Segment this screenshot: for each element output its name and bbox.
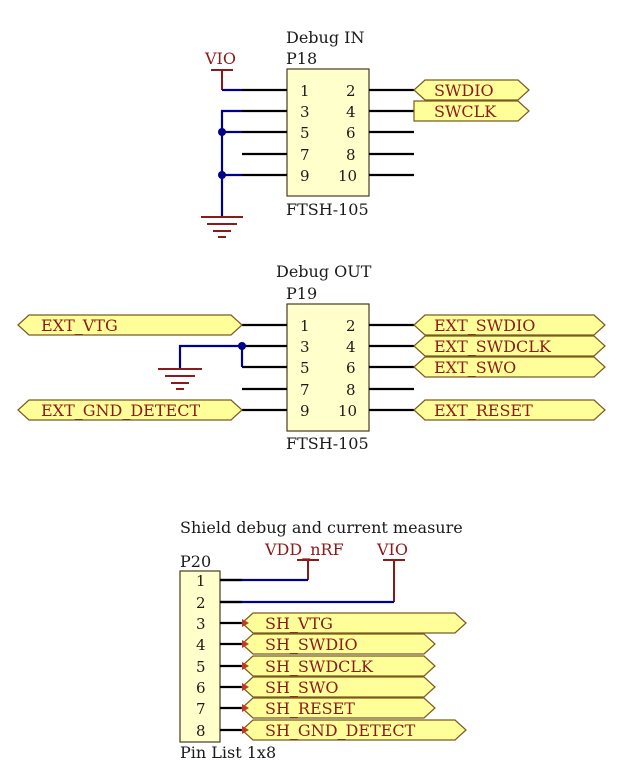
debug-in-title: Debug IN: [286, 28, 365, 47]
debug-out-pin-2: 2: [346, 317, 356, 335]
debug-out-flag-ext-swo-label: EXT_SWO: [434, 358, 516, 377]
shield-part: Pin List 1x8: [180, 743, 276, 762]
debug-in-pin-3: 3: [300, 103, 310, 121]
debug-out-flag-ext-swdclk-label: EXT_SWDCLK: [434, 337, 552, 356]
shield-marker-8: [242, 726, 249, 734]
debug-in-connector-body: [286, 68, 370, 197]
debug-in-flag-swdio-label: SWDIO: [434, 81, 494, 100]
shield-flag-sh-swdio: SH_SWDIO: [241, 633, 436, 655]
shield-pin-6: 6: [196, 679, 206, 697]
shield-pin-1: 1: [196, 572, 206, 590]
debug-out-connector-body: [286, 303, 370, 432]
debug-out-title: Debug OUT: [276, 262, 372, 281]
debug-out-section: Debug OUT P19 FTSH-105 1 3 5 7 9 2 4 6 8…: [17, 262, 606, 453]
shield-flag-sh-reset: SH_RESET: [241, 697, 436, 719]
shield-flag-sh-swo-label: SH_SWO: [265, 678, 338, 697]
shield-flag-sh-gnd-detect-label: SH_GND_DETECT: [265, 721, 416, 740]
debug-in-junction-5: [218, 128, 226, 136]
shield-marker-3: [242, 619, 249, 627]
debug-out-gnd-wire: [178, 344, 242, 368]
debug-out-pin-7: 7: [300, 381, 310, 399]
debug-in-ground-icon: [201, 216, 243, 238]
debug-in-pin-7: 7: [300, 146, 310, 164]
shield-flag-sh-swdclk: SH_SWDCLK: [241, 655, 436, 677]
shield-power1-label: VDD_nRF: [264, 540, 344, 559]
debug-in-pin-9: 9: [300, 167, 310, 185]
shield-marker-7: [242, 704, 249, 712]
shield-ref: P20: [180, 552, 211, 571]
debug-out-flag-ext-gnd-detect: EXT_GND_DETECT: [17, 399, 243, 421]
debug-out-pin-6: 6: [346, 359, 356, 377]
debug-out-flag-ext-swdclk: EXT_SWDCLK: [413, 335, 606, 357]
debug-in-pin-8: 8: [346, 146, 356, 164]
debug-in-flag-swclk-label: SWCLK: [434, 102, 497, 121]
debug-in-power-label: VIO: [204, 49, 236, 68]
debug-out-pin-1: 1: [300, 317, 310, 335]
shield-flag-sh-swdclk-label: SH_SWDCLK: [265, 657, 374, 676]
shield-marker-5: [242, 662, 249, 670]
debug-in-part: FTSH-105: [286, 200, 369, 219]
shield-pin-5: 5: [196, 658, 206, 676]
debug-in-pin-4: 4: [346, 103, 356, 121]
debug-out-pin-4: 4: [346, 338, 356, 356]
debug-in-pin-10: 10: [338, 167, 357, 185]
debug-in-pin-1: 1: [300, 82, 310, 100]
debug-in-flag-swclk: SWCLK: [413, 100, 530, 122]
debug-out-flag-ext-swo: EXT_SWO: [413, 356, 606, 378]
debug-out-pin-8: 8: [346, 381, 356, 399]
debug-out-ground-icon: [158, 368, 202, 390]
shield-section: Shield debug and current measure P20 Pin…: [179, 518, 467, 762]
debug-out-pin-5: 5: [300, 359, 310, 377]
shield-pin-2: 2: [196, 594, 206, 612]
debug-in-pin-2: 2: [346, 82, 356, 100]
shield-flag-sh-vtg-label: SH_VTG: [265, 614, 333, 633]
debug-in-section: Debug IN P18 FTSH-105 1 3 5 7 9 2 4 6 8 …: [201, 28, 530, 238]
debug-out-pin-10: 10: [338, 402, 357, 420]
debug-out-pin-9: 9: [300, 402, 310, 420]
shield-pin-4: 4: [196, 636, 206, 654]
debug-out-part: FTSH-105: [286, 434, 369, 453]
shield-pin-3: 3: [196, 615, 206, 633]
shield-marker-4: [242, 640, 249, 648]
shield-pin-7: 7: [196, 700, 206, 718]
debug-out-pin-3: 3: [300, 338, 310, 356]
debug-out-flag-ext-vtg: EXT_VTG: [17, 314, 243, 336]
shield-title: Shield debug and current measure: [180, 518, 463, 537]
shield-power2-label: VIO: [376, 540, 408, 559]
shield-flag-sh-swdio-label: SH_SWDIO: [265, 635, 358, 654]
debug-in-pin-5: 5: [300, 124, 310, 142]
debug-out-flag-ext-gnd-detect-label: EXT_GND_DETECT: [41, 401, 200, 420]
debug-in-ref: P18: [286, 49, 317, 68]
shield-flag-sh-reset-label: SH_RESET: [265, 699, 355, 718]
debug-in-flag-swdio: SWDIO: [413, 79, 530, 101]
shield-connector-body: [179, 570, 221, 743]
debug-out-flag-ext-swdio-label: EXT_SWDIO: [434, 316, 535, 335]
debug-in-pin-6: 6: [346, 124, 356, 142]
shield-marker-6: [242, 683, 249, 691]
debug-out-flag-ext-reset-label: EXT_RESET: [434, 401, 533, 420]
debug-out-flag-ext-swdio: EXT_SWDIO: [413, 314, 606, 336]
debug-in-gnd-bus: [220, 109, 242, 216]
debug-out-junction: [238, 342, 246, 350]
debug-in-junction-9: [218, 171, 226, 179]
debug-out-flag-ext-vtg-label: EXT_VTG: [41, 316, 118, 335]
debug-out-ref: P19: [286, 284, 317, 303]
debug-out-flag-ext-reset: EXT_RESET: [413, 399, 606, 421]
shield-pin-8: 8: [196, 722, 206, 740]
shield-flag-sh-gnd-detect: SH_GND_DETECT: [241, 719, 467, 741]
shield-flag-sh-swo: SH_SWO: [241, 676, 436, 698]
shield-flag-sh-vtg: SH_VTG: [241, 612, 467, 634]
